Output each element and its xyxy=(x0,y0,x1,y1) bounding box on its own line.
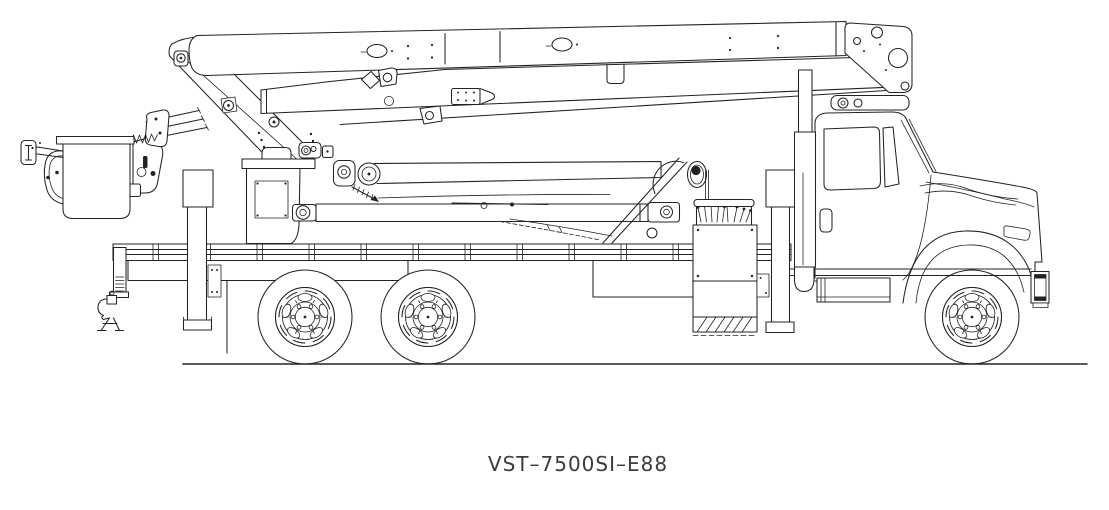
vent-window xyxy=(882,126,900,188)
bucket-body xyxy=(62,143,131,220)
rear-outrigger xyxy=(182,169,214,331)
boom-tip-link xyxy=(830,94,910,111)
mid-outrigger xyxy=(756,169,797,334)
step-box xyxy=(816,277,891,303)
tension-spring xyxy=(130,133,158,144)
exhaust-stack xyxy=(793,69,817,293)
pintle-hook xyxy=(96,290,125,332)
door-seam xyxy=(902,174,932,281)
handrail xyxy=(693,198,755,208)
bucket-arm xyxy=(43,150,64,205)
front-wheel xyxy=(924,269,1020,365)
hood-top xyxy=(932,171,1038,194)
access-panel xyxy=(254,180,289,219)
rear-jack xyxy=(108,246,130,299)
platform-bucket xyxy=(20,109,170,220)
turret-pivot xyxy=(357,162,381,186)
hand-hole xyxy=(551,37,573,52)
front-bumper xyxy=(1030,270,1050,308)
fender-arch xyxy=(902,230,1034,304)
rod-bracket xyxy=(144,109,170,148)
grille-edge xyxy=(1034,192,1043,273)
headlight xyxy=(1003,225,1031,241)
cab-window xyxy=(823,126,882,191)
model-label: VST–7500SI–E88 xyxy=(488,452,668,476)
boom-rest-pulley xyxy=(602,157,709,244)
hand-hole xyxy=(366,43,388,59)
bucket-rim xyxy=(55,135,135,145)
side-skirt xyxy=(127,259,409,282)
control-station xyxy=(692,198,758,336)
elbow-plate xyxy=(844,22,913,94)
extension-cylinder xyxy=(291,201,681,239)
door-handle xyxy=(819,208,833,233)
underbody-box xyxy=(592,259,694,298)
rear-wheel-2 xyxy=(380,269,476,365)
lower-boom xyxy=(373,160,662,199)
upper-boom xyxy=(173,20,847,77)
pedestal xyxy=(241,131,334,245)
hydraulic-hoses xyxy=(451,202,613,241)
cab-outline xyxy=(814,111,934,279)
rear-wheel-1 xyxy=(257,269,353,365)
lift-cylinder xyxy=(332,159,379,202)
truck-cab xyxy=(789,111,1043,304)
